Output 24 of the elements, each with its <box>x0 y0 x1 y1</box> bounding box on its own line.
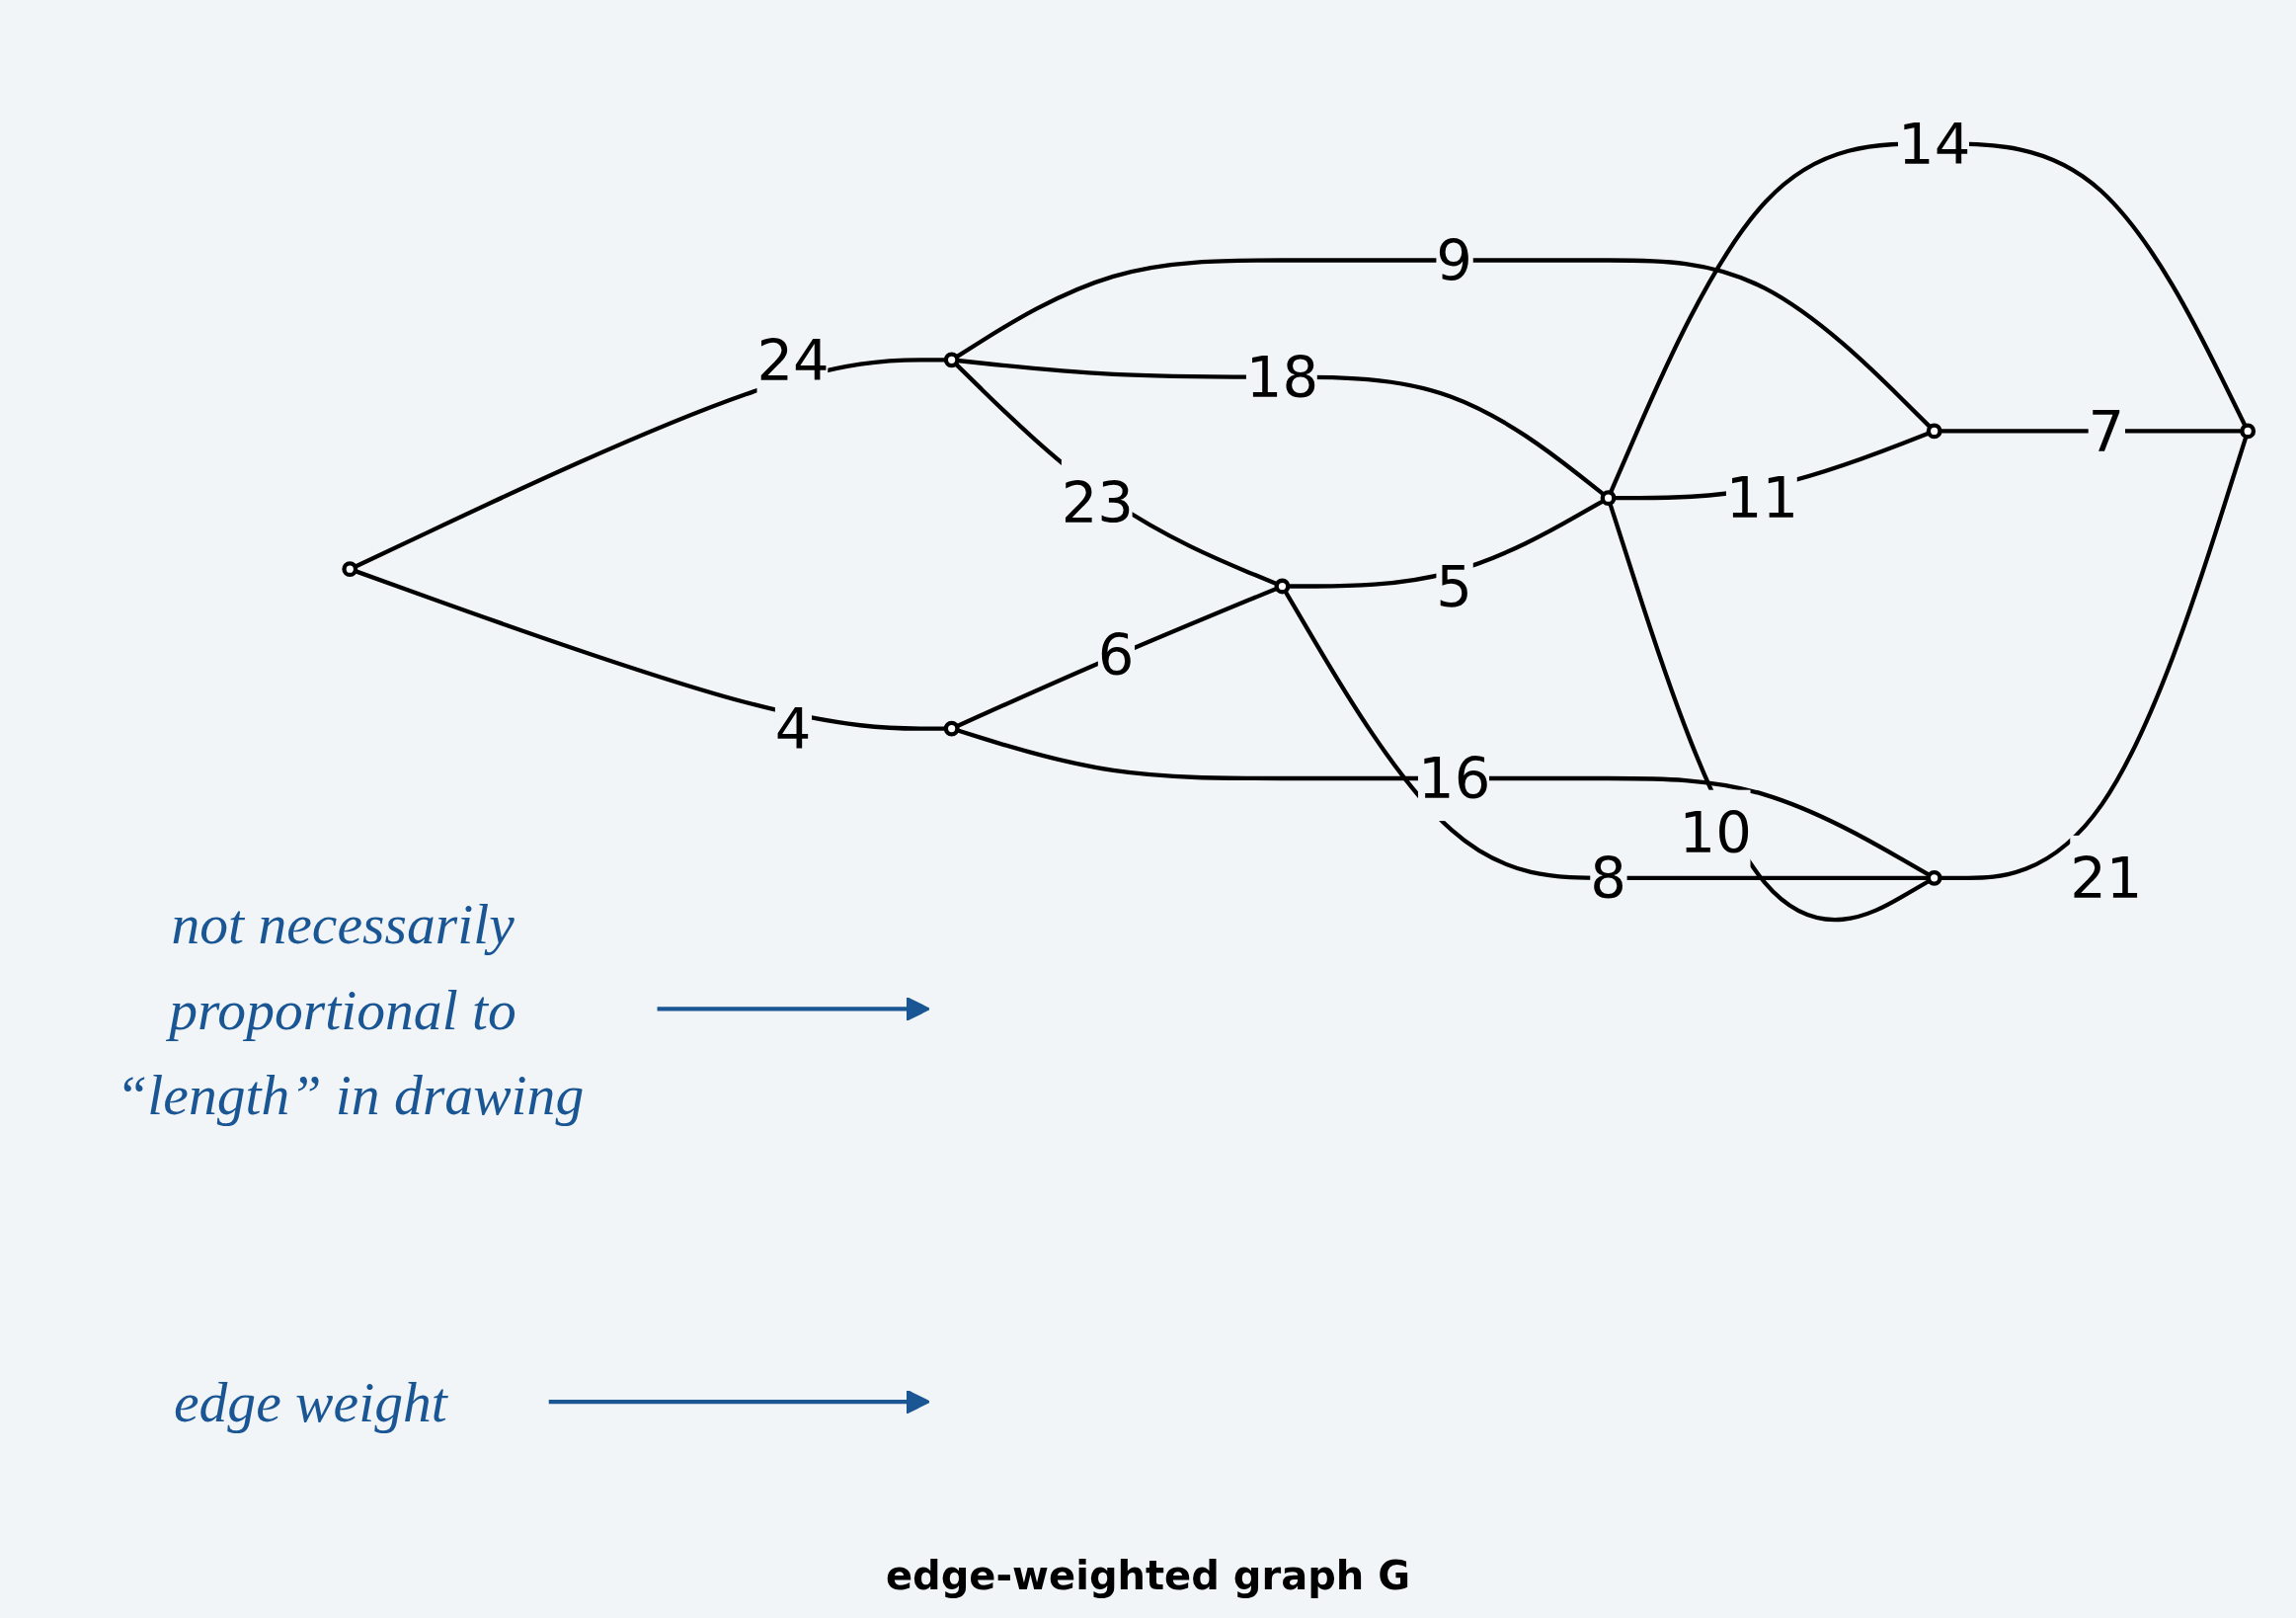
edge-line <box>354 358 946 569</box>
edge-line <box>1940 429 2243 434</box>
edge-line <box>1283 590 1929 880</box>
edge-line <box>354 569 946 731</box>
caption: edge-weighted graph G <box>885 1553 1411 1598</box>
edge-line <box>956 586 1278 729</box>
annotation-text: not necessarily proportional to “length” in drawing <box>116 892 585 1126</box>
edge-line <box>955 258 1933 429</box>
edge-line <box>957 358 1606 497</box>
vertex-circle <box>1926 423 1942 440</box>
vertex-circle <box>1600 490 1617 507</box>
vertex-circle <box>943 352 960 368</box>
edge-line <box>1608 141 2248 494</box>
leader-arrow <box>548 1389 930 1415</box>
leader-arrow <box>657 996 930 1022</box>
edge-line <box>1940 436 2249 880</box>
edge-line <box>956 728 1931 877</box>
vertex-circle <box>943 720 960 737</box>
vertex-circle <box>1926 869 1942 886</box>
vertex-circle <box>1274 578 1291 595</box>
vertex-circle <box>2240 423 2256 440</box>
edge-line <box>1288 499 1605 589</box>
vertex-circle <box>342 561 358 578</box>
annotation-text: edge weight <box>173 1370 447 1433</box>
